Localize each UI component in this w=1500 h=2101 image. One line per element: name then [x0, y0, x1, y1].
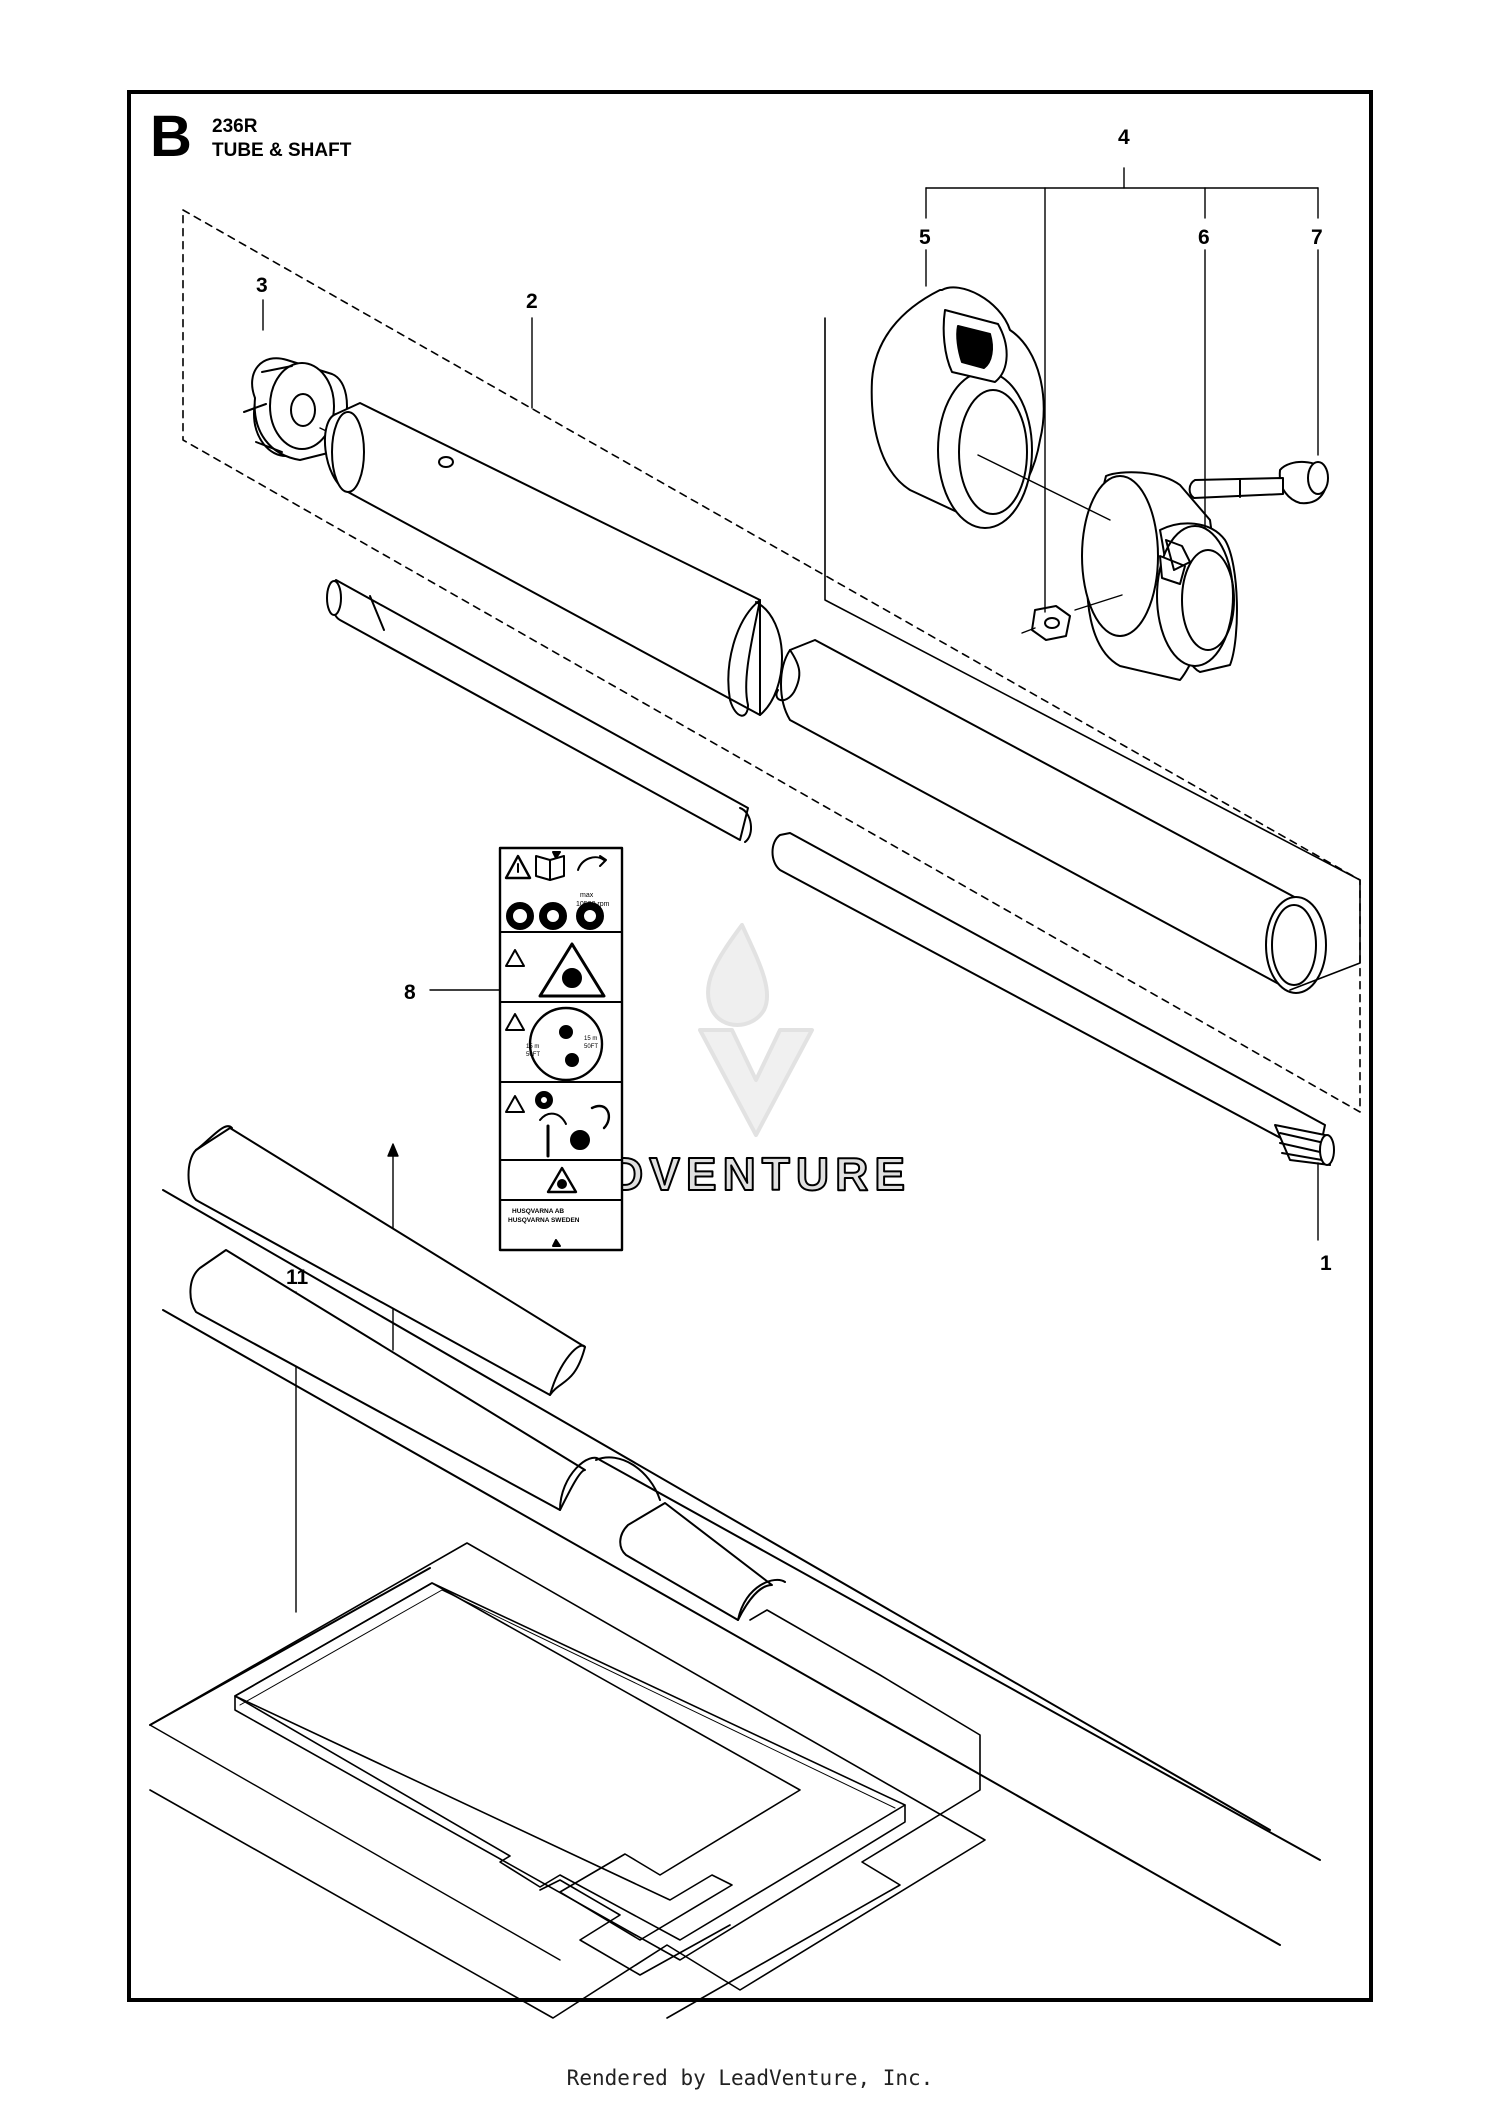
callout-1: 1	[1320, 1252, 1332, 1275]
callout-2: 2	[526, 290, 538, 313]
outer-tube	[324, 402, 1327, 994]
hex-nut	[1021, 605, 1071, 641]
protective-sheet	[149, 1542, 986, 2019]
decal-distance-left-ft: 50FT	[526, 1052, 540, 1058]
handle-bracket	[870, 286, 1045, 529]
clamp-sleeve	[1081, 471, 1238, 681]
safety-decal: max 10500 rpm 15 m 50FT 15 m 50FT	[498, 846, 624, 1252]
callout-leaders	[262, 167, 1319, 1613]
drive-shaft	[326, 579, 1335, 1166]
callout-11: 11	[286, 1266, 309, 1289]
model-number: 236R	[212, 116, 258, 137]
section-title: TUBE & SHAFT	[212, 140, 352, 161]
callout-5: 5	[919, 226, 931, 249]
decal-distance-right-ft: 50FT	[584, 1044, 598, 1050]
callout-6: 6	[1198, 226, 1210, 249]
coupling-nut	[243, 357, 348, 461]
callout-4: 4	[1118, 126, 1130, 149]
decal-rpm-label: max	[580, 892, 594, 899]
callout-7: 7	[1311, 226, 1323, 249]
diagram-frame	[127, 90, 1373, 2002]
render-credit: Rendered by LeadVenture, Inc.	[566, 2066, 934, 2090]
section-letter: B	[150, 104, 192, 169]
dashed-group-outline	[182, 209, 1361, 1113]
decal-distance-left: 15 m	[526, 1044, 539, 1050]
callout-8: 8	[404, 981, 416, 1004]
clamp-bolt	[1188, 461, 1329, 505]
watermark-logo	[698, 923, 814, 1137]
clamp-group-outline	[824, 317, 1361, 991]
callout-3: 3	[256, 274, 268, 297]
decal-brand-line2: HUSQVARNA SWEDEN	[508, 1217, 580, 1224]
shaft-cover	[162, 1125, 1321, 1946]
decal-distance-right: 15 m	[584, 1036, 597, 1042]
decal-brand-line1: HUSQVARNA AB	[512, 1208, 564, 1215]
